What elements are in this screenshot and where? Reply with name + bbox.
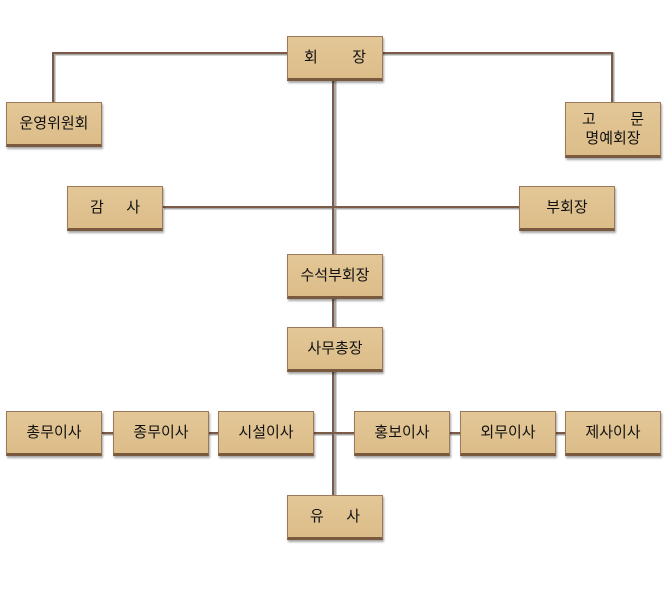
label: 감 xyxy=(90,198,104,216)
label: 회 xyxy=(304,48,318,66)
label: 종무이사 xyxy=(133,423,189,441)
director-box: 외무이사 xyxy=(460,411,556,456)
label: 고 xyxy=(582,110,596,128)
label: 제사이사 xyxy=(585,423,641,441)
label: 총무이사 xyxy=(26,423,82,441)
label: 사 xyxy=(346,507,360,525)
director-box: 종무이사 xyxy=(113,411,209,456)
label: 외무이사 xyxy=(480,423,536,441)
director-box: 총무이사 xyxy=(6,411,102,456)
label: 홍보이사 xyxy=(374,423,430,441)
label: 문 xyxy=(630,110,644,128)
label: 시설이사 xyxy=(238,423,294,441)
senior-vice-chairman-box: 수석부회장 xyxy=(287,254,383,299)
steering-committee-box: 운영위원회 xyxy=(6,102,102,147)
director-box: 제사이사 xyxy=(565,411,661,456)
label: 유 xyxy=(310,507,324,525)
label: 수석부회장 xyxy=(300,266,370,284)
label: 운영위원회 xyxy=(19,114,89,132)
secretary-general-box: 사무총장 xyxy=(287,327,383,372)
label: 부회장 xyxy=(546,198,588,216)
label: 사 xyxy=(126,198,140,216)
director-box: 홍보이사 xyxy=(354,411,450,456)
label: 장 xyxy=(352,48,366,66)
label: 명예회장 xyxy=(585,129,641,147)
vice-chairman-box: 부회장 xyxy=(519,186,615,231)
label: 사무총장 xyxy=(307,339,363,357)
director-box: 시설이사 xyxy=(218,411,314,456)
